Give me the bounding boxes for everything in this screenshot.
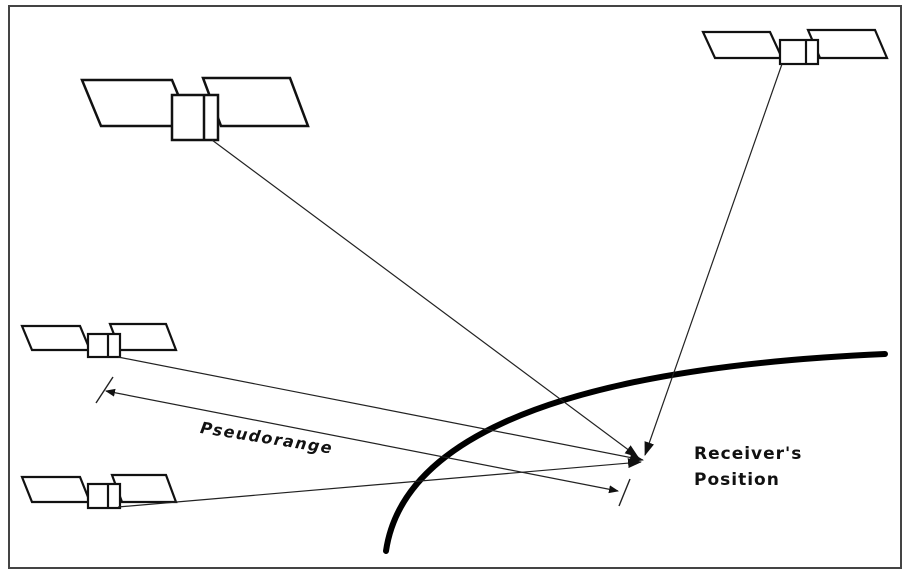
receiver-label-line1: Receiver's: [694, 444, 803, 464]
signal-line-bottom-left: [117, 458, 642, 508]
solar-panel-left: [701, 30, 784, 60]
solar-panel-right: [110, 473, 178, 504]
satellite-top-right: [701, 28, 889, 66]
pseudorange-tick-end: [618, 478, 631, 507]
pseudorange-tick-start: [95, 376, 114, 404]
satellite-body: [86, 332, 122, 359]
receiver-label-line2: Position: [694, 470, 780, 490]
frame-border: [8, 5, 902, 569]
satellite-middle-left: [20, 322, 178, 359]
signal-line-top-right: [644, 63, 783, 456]
solar-panel-left: [20, 324, 92, 352]
solar-panel-left: [20, 475, 92, 504]
receiver-position-label: Receiver's Position: [694, 441, 802, 493]
solar-panel-right: [806, 28, 889, 60]
satellite-body: [86, 482, 122, 510]
satellite-body: [778, 38, 820, 66]
satellite-top-left: [80, 76, 310, 142]
earth-surface-curve: [383, 351, 888, 554]
signal-line-top-left: [211, 139, 639, 458]
satellite-bottom-left: [20, 473, 178, 510]
satellite-body: [170, 93, 220, 142]
pseudorange-arrow: [105, 388, 619, 494]
